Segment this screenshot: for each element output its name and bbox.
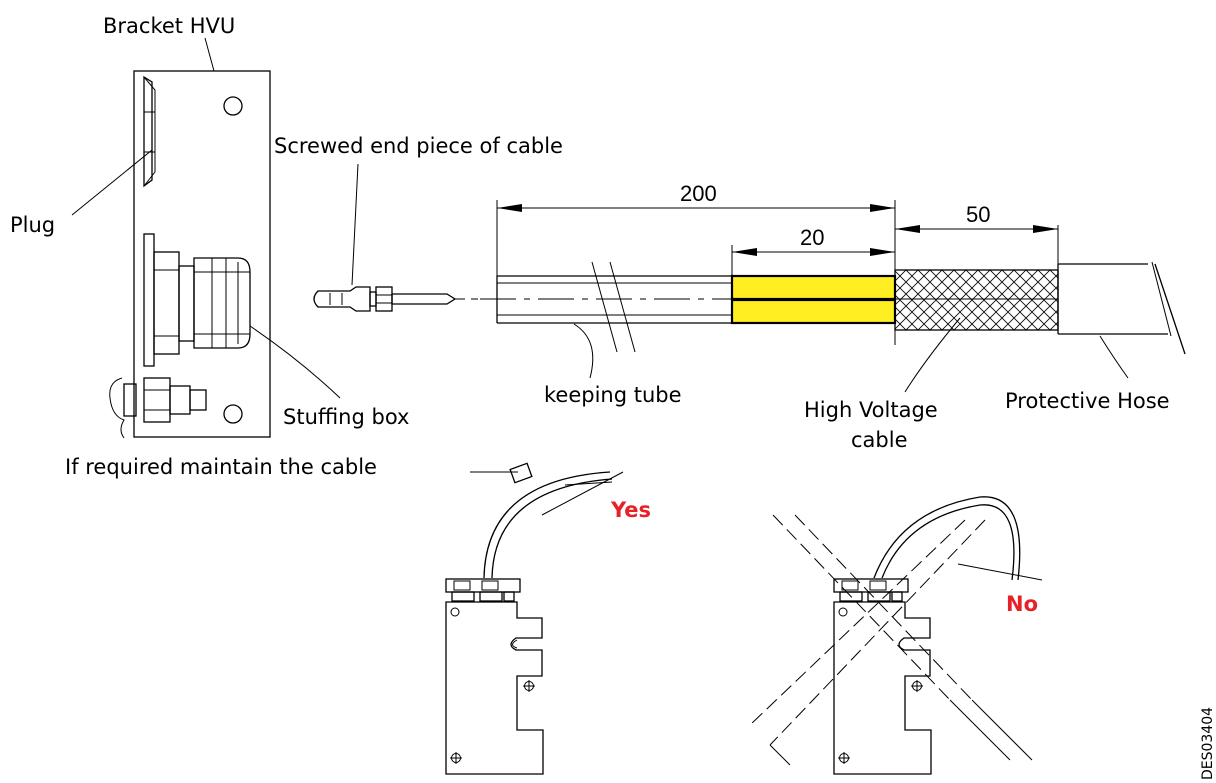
protective-hose (1057, 261, 1186, 355)
screwed-end-piece (313, 286, 478, 312)
maintain-cable-note: If required maintain the cable (65, 455, 377, 479)
plug-label: Plug (10, 213, 55, 237)
plug (143, 75, 156, 188)
hv-cable-label-line2: cable (851, 428, 908, 452)
correct-installation (445, 462, 624, 775)
stuffing-box-leader (249, 325, 341, 399)
protective-hose-label: Protective Hose (1005, 389, 1170, 413)
screwed-leader (351, 163, 359, 286)
bracket-hvu (109, 70, 271, 439)
keeping-tube-leader (573, 323, 594, 379)
cable-assembly (480, 261, 1186, 355)
screwed-end-label: Screwed end piece of cable (274, 134, 563, 158)
mounting-hole (223, 96, 243, 116)
yellow-sleeve (730, 274, 897, 325)
dimension-200: 200 (680, 181, 717, 206)
reference-code: DES03404 (1200, 707, 1216, 780)
hv-cable-leader (904, 317, 961, 393)
hv-cable-label-line1: High Voltage (804, 398, 938, 422)
dimension-lines (496, 200, 1059, 345)
ground-bolt (109, 377, 207, 439)
keeping-tube-label: keeping tube (544, 383, 682, 407)
mounting-hole (223, 404, 243, 424)
stuffing-box (143, 233, 251, 367)
yes-label: Yes (610, 498, 651, 522)
hose-leader (1099, 335, 1129, 379)
bracket-leader (204, 37, 215, 72)
dimension-50: 50 (966, 202, 990, 227)
stuffing-box-label: Stuffing box (283, 405, 409, 429)
bracket-label: Bracket HVU (103, 14, 235, 38)
high-voltage-cable-braid (894, 269, 1059, 331)
no-label: No (1006, 592, 1038, 616)
keeping-tube (480, 261, 732, 353)
incorrect-installation (749, 496, 1043, 775)
plug-leader (71, 149, 153, 216)
dimension-20: 20 (800, 225, 824, 250)
